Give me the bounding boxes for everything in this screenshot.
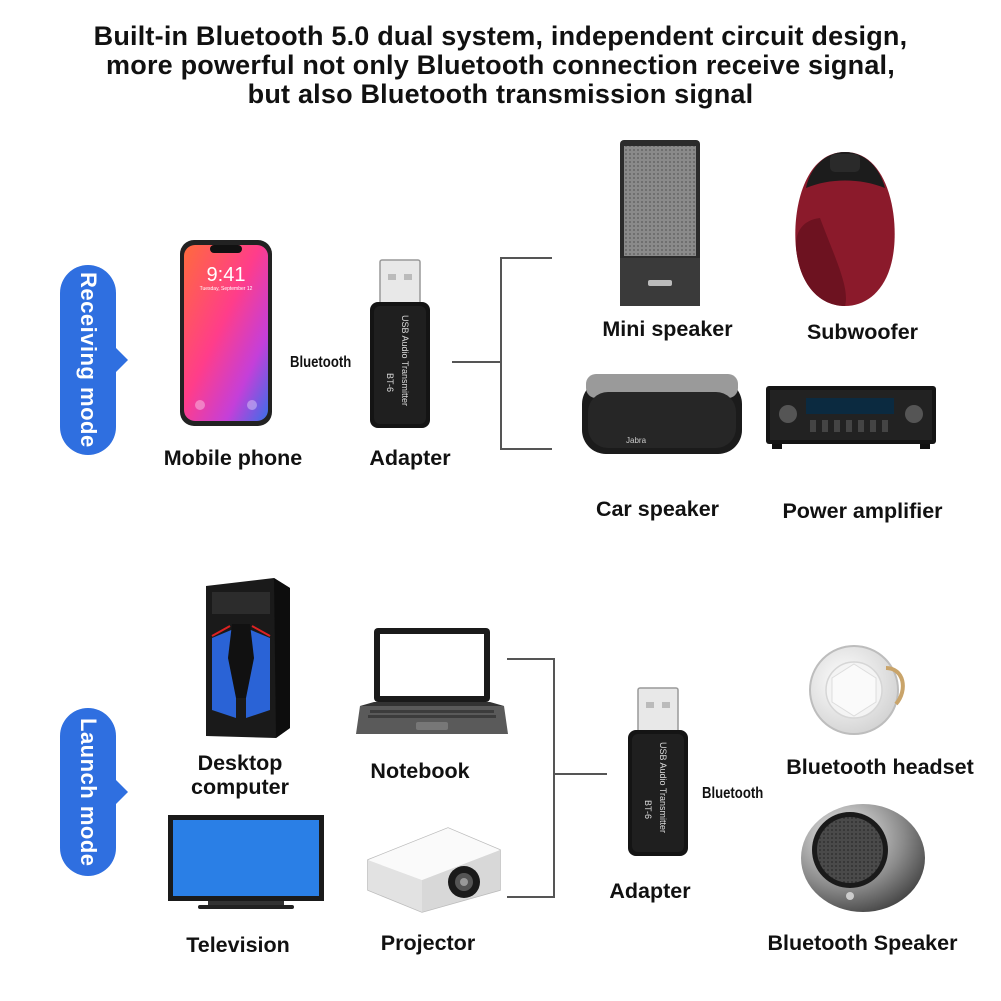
launch-connector-vertical bbox=[553, 658, 555, 898]
headline-line-2: more powerful not only Bluetooth connect… bbox=[106, 50, 895, 80]
desktop-label-line-2: computer bbox=[191, 775, 289, 799]
projector-label: Projector bbox=[380, 931, 476, 955]
notebook-image bbox=[356, 628, 508, 734]
power-amplifier-image bbox=[766, 386, 936, 449]
receiving-bluetooth-label: Bluetooth bbox=[290, 354, 352, 371]
bluetooth-headset-image bbox=[809, 645, 905, 735]
launch-adapter-label: Adapter bbox=[609, 879, 691, 903]
car-speaker-label: Car speaker bbox=[595, 497, 720, 521]
phone-date: Tuesday, September 12 bbox=[199, 286, 253, 292]
desktop-computer-image bbox=[206, 578, 290, 738]
receiving-connector-bottom bbox=[500, 448, 552, 450]
notebook-label: Notebook bbox=[370, 759, 470, 783]
mobile-phone-image bbox=[180, 240, 272, 426]
headline-line-3: but also Bluetooth transmission signal bbox=[247, 79, 754, 109]
car-speaker-brand: Jabra bbox=[626, 436, 647, 445]
usb-adapter-image bbox=[370, 259, 430, 428]
mini-speaker-image bbox=[620, 140, 700, 306]
receiving-mode-label: Receiving mode bbox=[76, 272, 101, 448]
launch-mode-label: Launch mode bbox=[76, 717, 101, 867]
bluetooth-speaker-label: Bluetooth Speaker bbox=[767, 931, 958, 955]
receiving-mode-badge: Receiving mode bbox=[60, 265, 128, 455]
receiving-adapter-label: Adapter bbox=[369, 446, 451, 470]
launch-connector-stub bbox=[553, 773, 607, 775]
television-label: Television bbox=[186, 933, 290, 957]
launch-usb-adapter-image bbox=[628, 687, 688, 856]
mini-speaker-label: Mini speaker bbox=[602, 317, 733, 341]
launch-mode-badge: Launch mode bbox=[60, 708, 128, 876]
mobile-phone-label: Mobile phone bbox=[163, 446, 303, 470]
bluetooth-headset-label: Bluetooth headset bbox=[786, 755, 974, 779]
projector-image bbox=[367, 827, 501, 913]
bluetooth-speaker-image bbox=[801, 804, 925, 912]
launch-connector-bottom bbox=[507, 896, 555, 898]
car-speaker-image bbox=[582, 374, 742, 454]
launch-bluetooth-label: Bluetooth bbox=[702, 785, 764, 802]
headline-line-1: Built-in Bluetooth 5.0 dual system, inde… bbox=[93, 21, 908, 51]
power-amplifier-label: Power amplifier bbox=[782, 499, 943, 523]
launch-adapter-print: USB Audio Transmitter bbox=[658, 742, 668, 834]
subwoofer-label: Subwoofer bbox=[806, 320, 919, 344]
launch-connector-top bbox=[507, 658, 555, 660]
television-image bbox=[168, 815, 324, 909]
receiving-connector-vertical bbox=[500, 257, 502, 450]
phone-time: 9:41 bbox=[206, 264, 246, 286]
receiving-adapter-print: USB Audio Transmitter bbox=[400, 315, 410, 407]
receiving-connector-top bbox=[500, 257, 552, 259]
desktop-label-line-1: Desktop bbox=[197, 751, 283, 775]
receiving-adapter-model: BT-6 bbox=[385, 373, 395, 393]
headline: Built-in Bluetooth 5.0 dual system, inde… bbox=[0, 22, 1001, 109]
subwoofer-image bbox=[795, 152, 895, 306]
launch-adapter-model: BT-6 bbox=[643, 800, 653, 820]
receiving-connector-stub bbox=[452, 361, 502, 363]
